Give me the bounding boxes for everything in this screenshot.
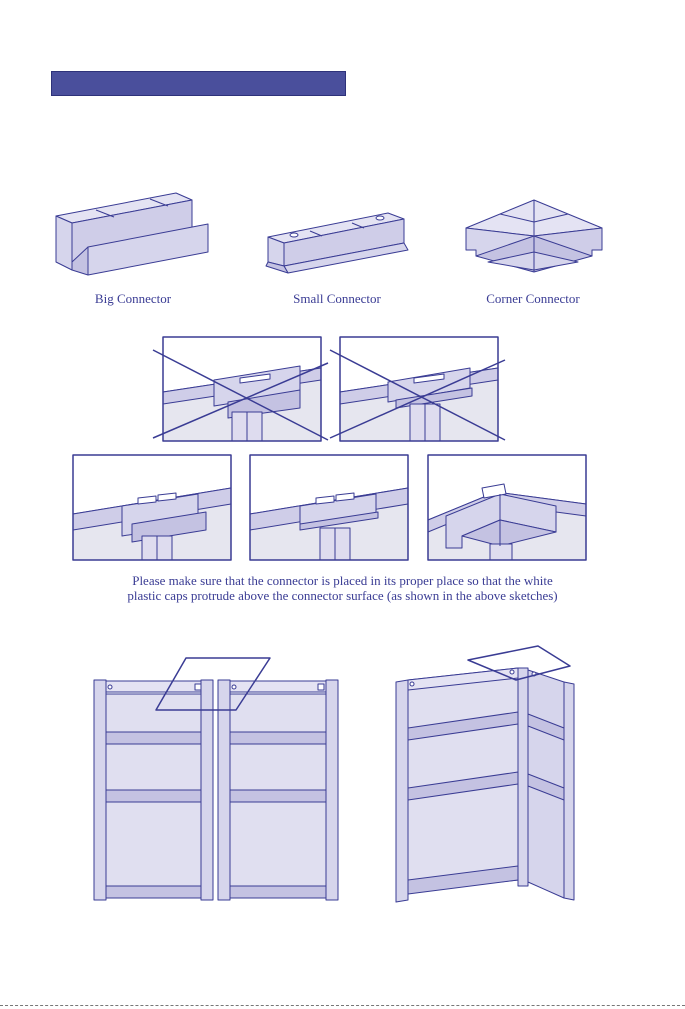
placement-instruction-note: Please make sure that the connector is p… (60, 573, 625, 603)
corner-connector-label: Corner Connector (453, 291, 613, 307)
small-connector-illustration (266, 213, 408, 273)
big-connector-label: Big Connector (53, 291, 213, 307)
corner-connector-illustration (466, 200, 602, 272)
placement-instruction-line-2: plastic caps protrude above the connecto… (60, 588, 625, 603)
wrong-placement-sketch-2 (330, 337, 505, 441)
straight-wall-assembly-illustration (94, 658, 338, 900)
correct-placement-small-connector-sketch (250, 455, 408, 560)
correct-placement-corner-connector-sketch (428, 455, 586, 560)
correct-placement-big-connector-sketch (73, 455, 231, 560)
wrong-placement-sketch-1 (153, 337, 328, 441)
page-bottom-rule (0, 1005, 685, 1006)
corner-wall-assembly-illustration (396, 646, 574, 902)
big-connector-illustration (56, 193, 208, 275)
small-connector-label: Small Connector (257, 291, 417, 307)
placement-instruction-line-1: Please make sure that the connector is p… (60, 573, 625, 588)
